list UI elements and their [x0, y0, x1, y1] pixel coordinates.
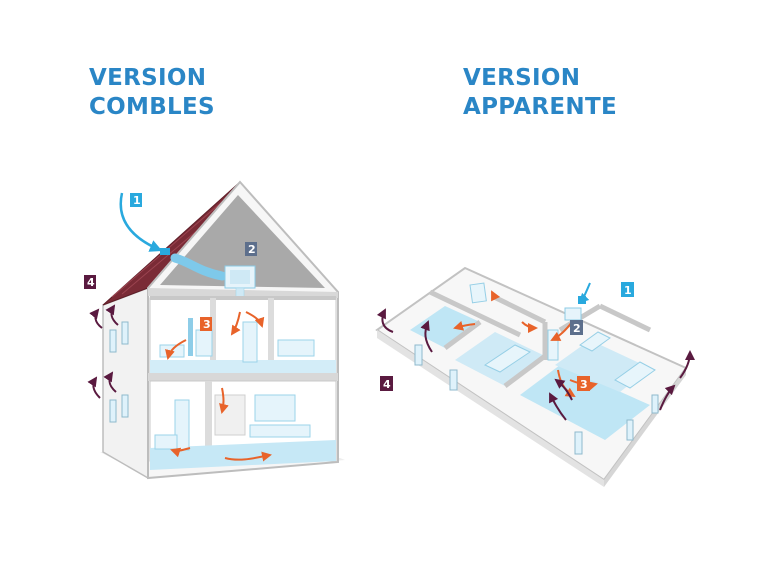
svg-text:2: 2	[248, 243, 256, 256]
title-line-1: VERSION	[89, 65, 207, 91]
title-line-1: VERSION	[463, 65, 581, 91]
floor-living	[520, 365, 650, 440]
svg-text:2: 2	[573, 322, 581, 335]
svg-text:3: 3	[580, 378, 588, 391]
svg-text:1: 1	[133, 194, 141, 207]
badge-4-apparente: 4	[380, 376, 393, 391]
badge-3-combles: 3	[200, 317, 212, 331]
house-combles: 1 2 3 4	[84, 180, 345, 480]
fresh-air-arrow	[578, 282, 591, 304]
title-line-2: COMBLES	[89, 94, 215, 120]
apartment-apparente: 1 2 3 4	[375, 266, 695, 487]
badge-4-combles: 4	[84, 275, 96, 289]
title-version-combles: VERSION COMBLES	[89, 64, 215, 122]
svg-text:3: 3	[203, 318, 211, 331]
badge-1-apparente: 1	[621, 282, 634, 297]
attic-duct	[170, 253, 227, 281]
svg-text:1: 1	[624, 284, 632, 297]
badge-1-combles: 1	[130, 193, 142, 207]
badge-2-apparente: 2	[570, 320, 583, 335]
badge-3-apparente: 3	[577, 376, 590, 391]
badge-2-combles: 2	[245, 242, 257, 256]
svg-text:4: 4	[383, 378, 391, 391]
svg-text:4: 4	[87, 276, 95, 289]
fresh-air-arrow	[119, 192, 163, 252]
floor-bedroom	[410, 306, 480, 348]
title-line-2: APPARENTE	[463, 94, 617, 120]
title-version-apparente: VERSION APPARENTE	[463, 64, 617, 122]
